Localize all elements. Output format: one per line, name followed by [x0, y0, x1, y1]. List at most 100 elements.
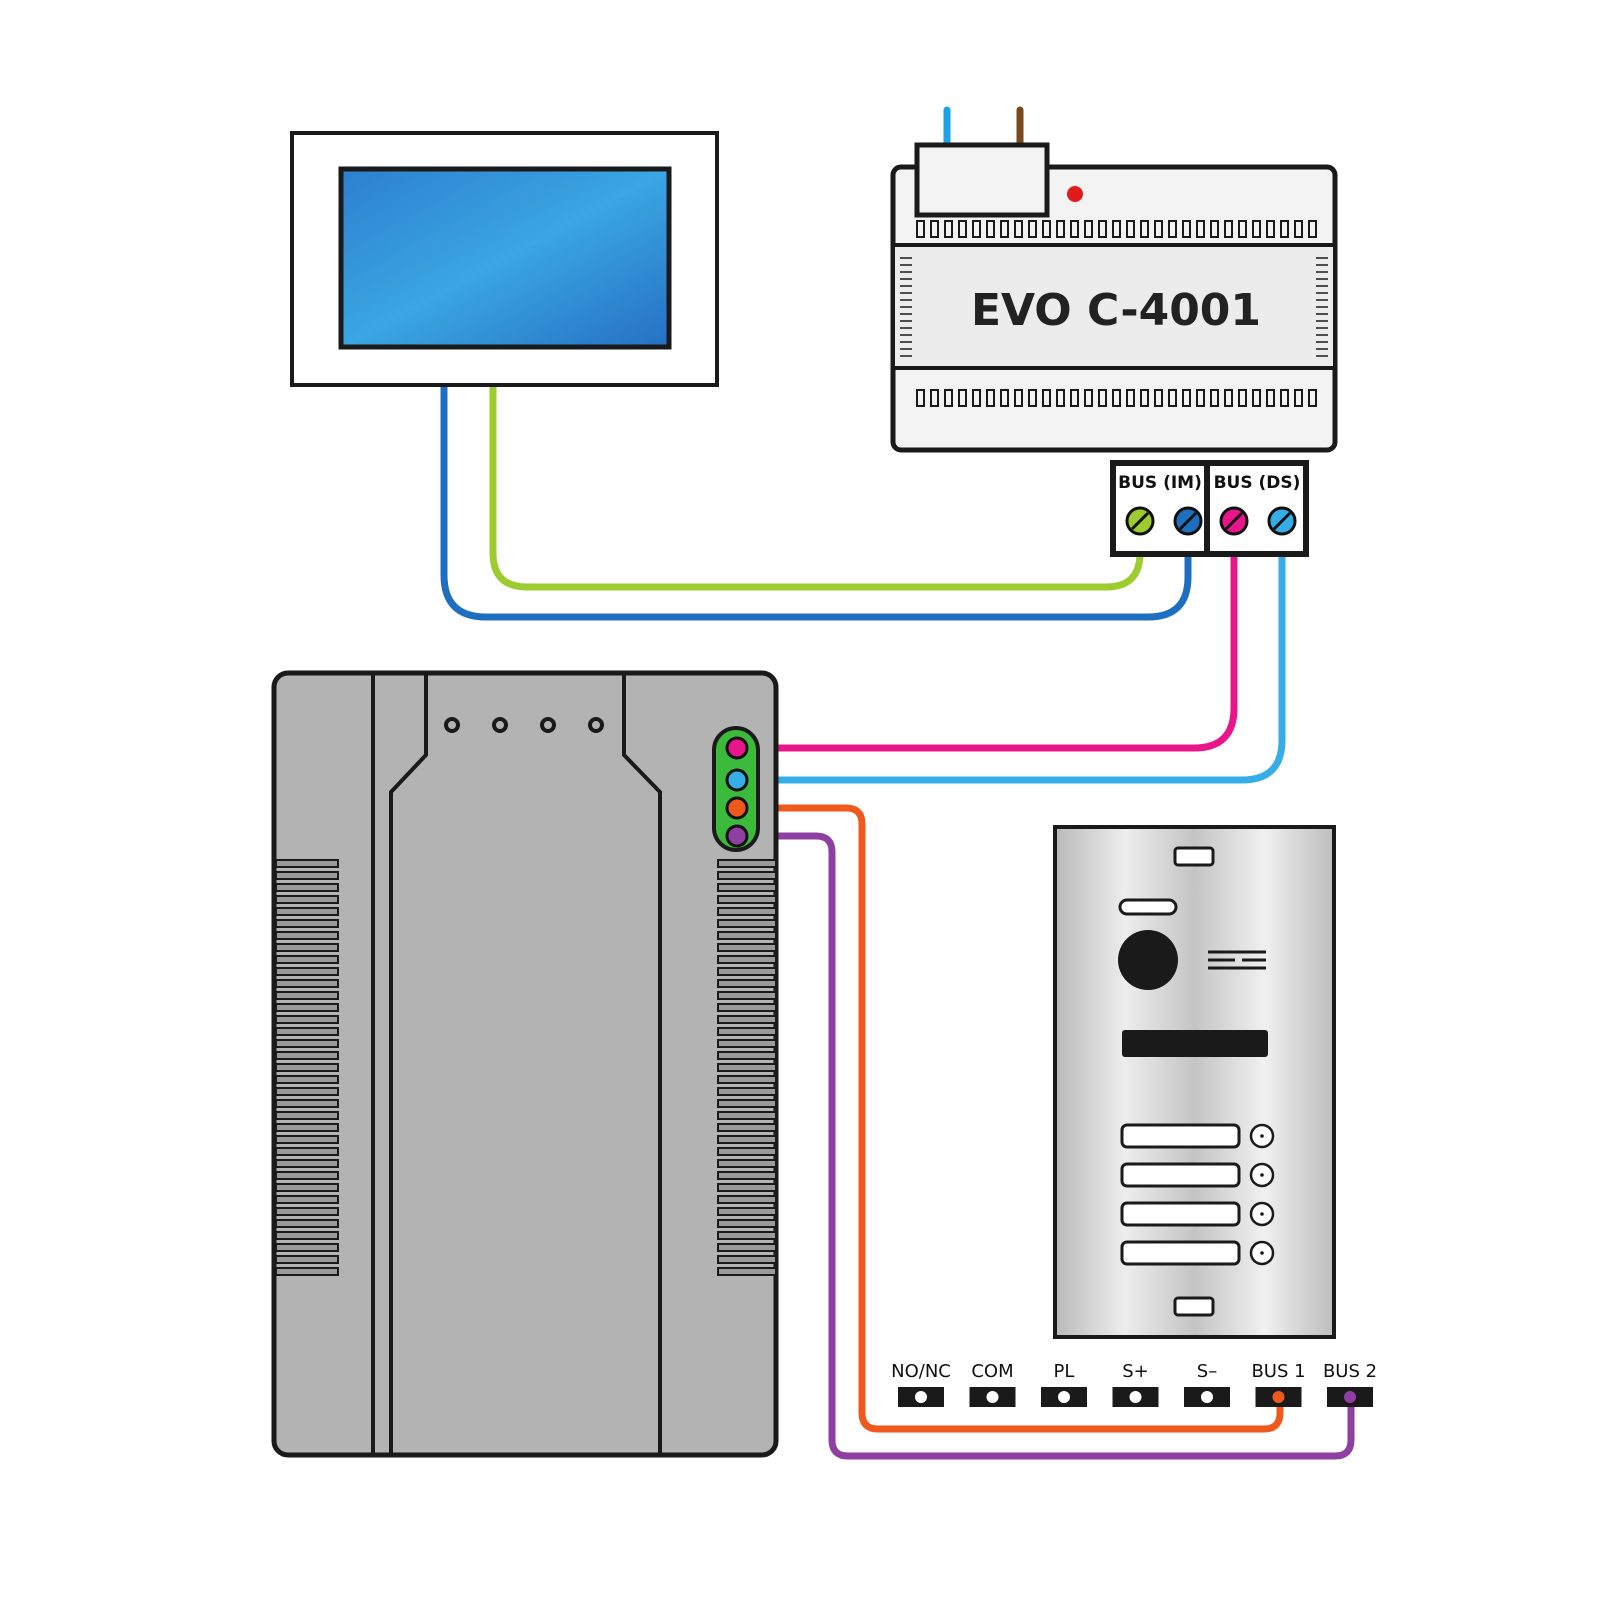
grille-slot: [717, 1195, 777, 1204]
grille-slot: [275, 1099, 339, 1108]
terminal-screw-bus2: [1342, 1389, 1358, 1405]
grille-slot: [275, 883, 339, 892]
grille-slot: [275, 1063, 339, 1072]
connector-pin-light-blue: [725, 768, 749, 792]
vent-slot: [1084, 220, 1093, 238]
grille-slot: [717, 1111, 777, 1120]
terminal-label: BUS 2: [1323, 1361, 1377, 1382]
terminal-screw: [984, 1389, 1001, 1405]
grille-slot: [275, 1147, 339, 1156]
vent-slot: [1000, 220, 1009, 238]
vent-slot: [1238, 389, 1247, 407]
grille-slot: [717, 1087, 777, 1096]
bus-terminal-block: BUS (IM) BUS (DS): [1110, 460, 1309, 557]
vent-slot: [1196, 389, 1205, 407]
vent-slot: [1280, 389, 1289, 407]
camera-icon: [1118, 930, 1178, 990]
grille-slot: [717, 895, 777, 904]
wire-orange-bus1: [741, 804, 1284, 1433]
grille-slot: [717, 1171, 777, 1180]
door-station-light: [1118, 898, 1178, 916]
vent-slot: [1196, 220, 1205, 238]
vent-slot: [1224, 220, 1233, 238]
terminal-screw: [1056, 1389, 1072, 1405]
grille-slot: [717, 1003, 777, 1012]
grille-slot: [275, 1087, 339, 1096]
grille-slot: [275, 907, 339, 916]
terminal-label: S+: [1122, 1361, 1149, 1382]
grille-slot: [717, 1231, 777, 1240]
call-button-dot: [1260, 1251, 1264, 1255]
grille-slot: [717, 943, 777, 952]
wire-purple-bus2: [741, 832, 1355, 1460]
grille-slot: [275, 1051, 339, 1060]
call-button-dot: [1260, 1212, 1264, 1216]
grille-slot: [717, 883, 777, 892]
controller-vents-bottom: [916, 389, 1317, 407]
vent-slot: [1070, 220, 1079, 238]
screw-magenta: [1219, 506, 1249, 536]
name-button[interactable]: [1120, 1240, 1241, 1266]
grille-slot: [717, 967, 777, 976]
door-station-screw-top: [1173, 846, 1215, 867]
grille-slot: [717, 1039, 777, 1048]
grille-slot: [717, 871, 777, 880]
vent-slot: [1154, 220, 1163, 238]
vent-slot: [1140, 220, 1149, 238]
indicator-dot: [444, 717, 460, 733]
monitor-screen: [338, 166, 672, 350]
grille-slot: [275, 1267, 339, 1276]
bus-ds-label: BUS (DS): [1214, 473, 1301, 493]
name-button[interactable]: [1120, 1123, 1241, 1149]
vent-slot: [1112, 220, 1121, 238]
grille-slot: [275, 895, 339, 904]
terminal-label: BUS 1: [1251, 1361, 1305, 1382]
vent-slot: [986, 220, 995, 238]
vent-slot: [1014, 220, 1023, 238]
controller-vents-right: [1316, 257, 1328, 357]
vent-slot: [1112, 389, 1121, 407]
grille-slot: [275, 1171, 339, 1180]
terminal-label: S–: [1197, 1361, 1217, 1382]
grille-slot: [717, 1243, 777, 1252]
vent-slot: [1126, 389, 1135, 407]
grille-slot: [717, 1255, 777, 1264]
grille-slot: [717, 1207, 777, 1216]
vent-slot: [1126, 220, 1135, 238]
grille-slot: [275, 1075, 339, 1084]
grille-slot: [275, 943, 339, 952]
vent-slot: [1154, 389, 1163, 407]
grille-slot: [717, 1135, 777, 1144]
grille-slot: [717, 1123, 777, 1132]
indoor-unit: [271, 670, 779, 1458]
terminal-label: PL: [1054, 1361, 1075, 1382]
vent-slot: [1266, 389, 1275, 407]
door-station-screw-bottom: [1173, 1296, 1215, 1317]
grille-slot: [275, 1027, 339, 1036]
vent-slot: [1210, 389, 1219, 407]
status-led: [1067, 186, 1083, 202]
grille-slot: [717, 859, 777, 868]
vent-slot: [1224, 389, 1233, 407]
vent-slot: [1280, 220, 1289, 238]
name-button[interactable]: [1120, 1162, 1241, 1188]
grille-slot: [717, 1063, 777, 1072]
screw-light-blue: [1267, 506, 1297, 536]
grille-slot: [717, 907, 777, 916]
vent-slot: [1098, 389, 1107, 407]
vent-slot: [972, 389, 981, 407]
grille-slot: [275, 979, 339, 988]
terminal-screw: [1199, 1389, 1215, 1405]
screw-green: [1125, 506, 1155, 536]
vent-slot: [1294, 389, 1303, 407]
grille-slot: [275, 1003, 339, 1012]
connector-pin-magenta: [725, 736, 749, 760]
connector-pin-orange: [725, 796, 749, 820]
grille-slot: [717, 1147, 777, 1156]
indoor-monitor: [290, 131, 719, 387]
grille-slot: [717, 1051, 777, 1060]
grille-slot: [717, 1159, 777, 1168]
name-button[interactable]: [1120, 1201, 1241, 1227]
